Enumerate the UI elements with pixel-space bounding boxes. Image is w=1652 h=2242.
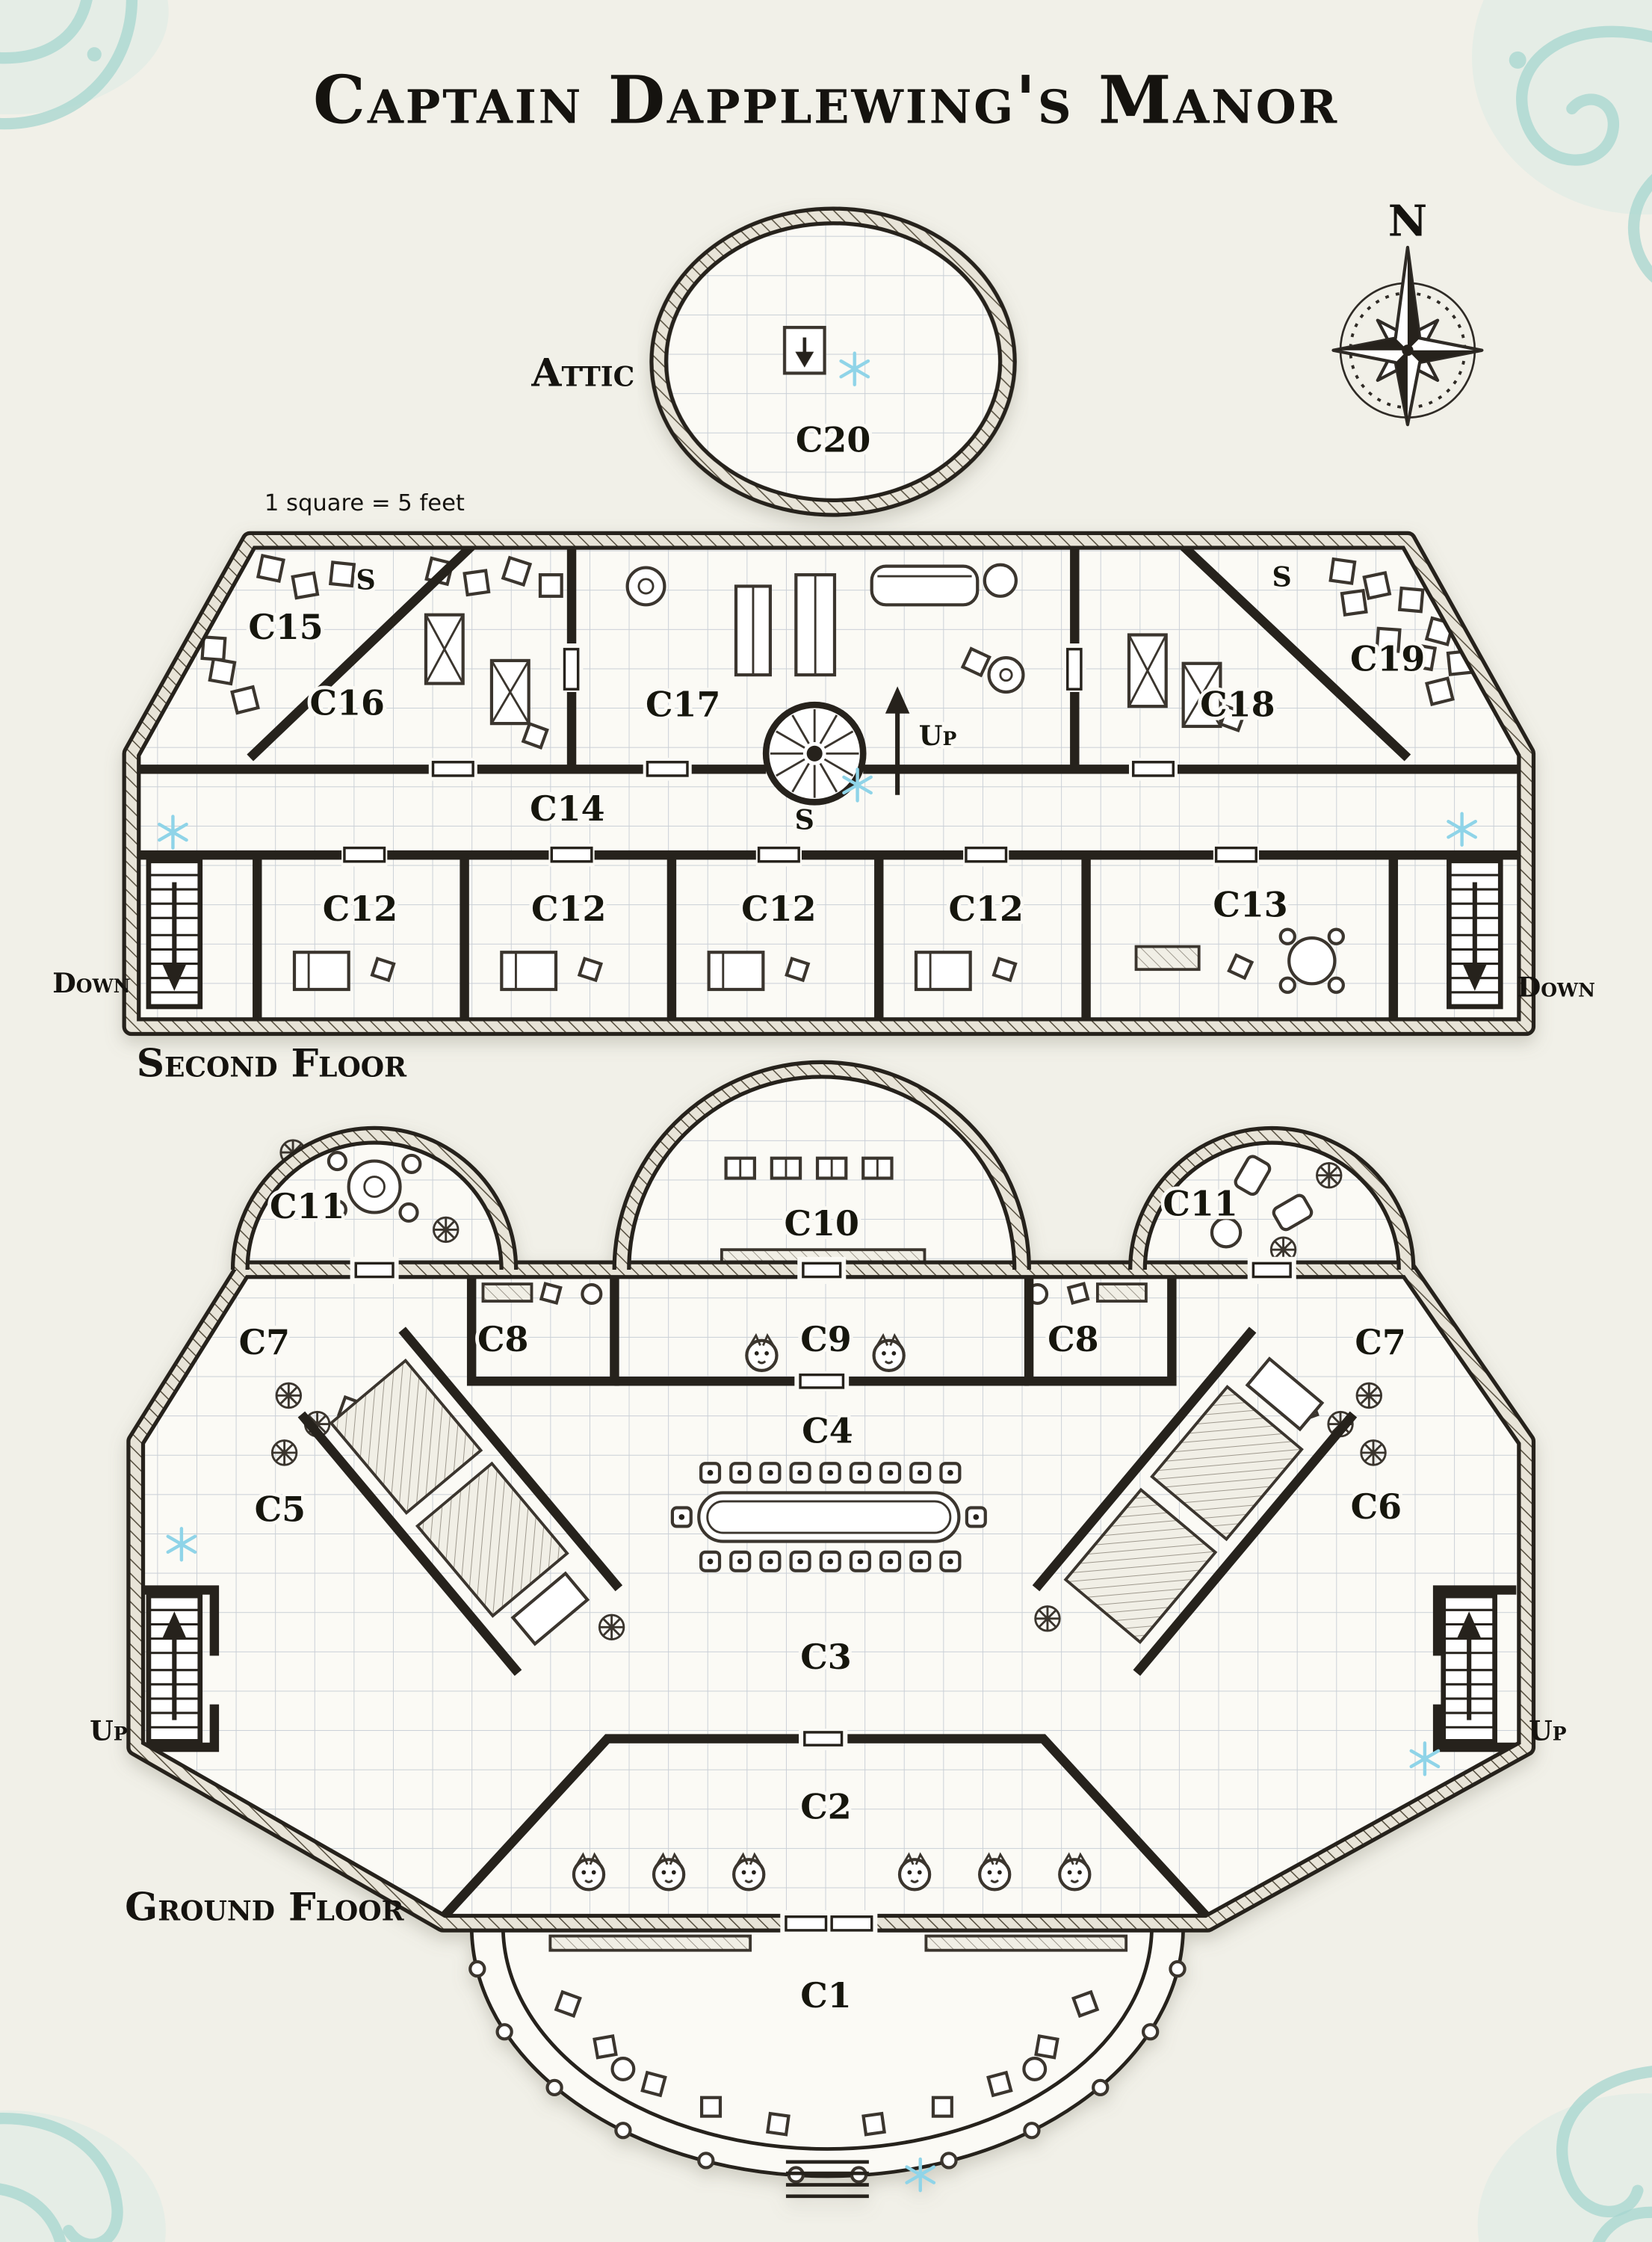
doors-ground-floor	[350, 1256, 1296, 1938]
room-label-c7-left: C7	[239, 1322, 290, 1362]
room-label-c9: C9	[800, 1319, 851, 1359]
room-label-c15: C15	[248, 607, 323, 647]
room-label-c8-right: C8	[1048, 1319, 1098, 1359]
floorplan-second-floor: C15 C16 C17 C14 C18 C19 C12 C12 C12 C12 …	[122, 531, 1536, 1037]
room-label-c4: C4	[802, 1410, 853, 1451]
room-label-c13: C13	[1213, 884, 1287, 924]
corner-flourish-bottom-right	[1477, 2066, 1652, 2242]
room-label-c12-3: C12	[741, 889, 816, 929]
spiral-up-label: Up	[919, 720, 957, 752]
room-c6-gallery	[1032, 1327, 1358, 1676]
attic-floor-label: Attic	[530, 351, 634, 396]
down-label-right: Down	[1518, 972, 1595, 1004]
porch-furniture	[554, 1989, 1100, 2137]
room-label-c3: C3	[800, 1637, 851, 1677]
room-label-c12-4: C12	[949, 889, 1024, 929]
spiral-stair-icon	[762, 701, 867, 806]
room-label-c19: C19	[1350, 638, 1425, 679]
floorplan-ground-floor: C11 C10 C11 C7 C8 C9 C8 C7 C5 C4 C6 C3 C…	[126, 1060, 1536, 2199]
map-title: Captain Dapplewing's Manor	[313, 61, 1339, 139]
room-label-c10: C10	[785, 1203, 859, 1244]
second-floor-label: Second Floor	[137, 1042, 407, 1087]
porch-steps	[785, 2160, 869, 2199]
compass-rose-icon: N	[1331, 196, 1484, 427]
corner-flourish-top-left	[0, 0, 169, 130]
corner-flourish-top-right	[1472, 0, 1652, 282]
room-label-c14: C14	[530, 788, 604, 829]
room-label-c6: C6	[1351, 1486, 1402, 1527]
porch-columns	[468, 1960, 1187, 2184]
room-label-c11-left: C11	[270, 1186, 344, 1226]
scale-note: 1 square = 5 feet	[264, 490, 465, 516]
room-label-c18: C18	[1200, 685, 1275, 725]
secret-door-label-right: S	[1272, 560, 1292, 593]
room-label-c20: C20	[796, 420, 870, 460]
room-c5-gallery	[297, 1327, 623, 1676]
up-label-left: Up	[90, 1714, 128, 1747]
room-label-c8-left: C8	[477, 1319, 528, 1359]
secret-door-label-left: S	[356, 563, 376, 596]
corner-flourish-bottom-left	[0, 2110, 166, 2242]
room-label-c16: C16	[310, 683, 385, 723]
furniture-second-floor	[200, 554, 1473, 994]
down-label-left: Down	[52, 967, 130, 999]
doors-second-floor	[341, 646, 1260, 867]
room-label-c12-1: C12	[323, 889, 397, 929]
room-label-c7-right: C7	[1355, 1322, 1405, 1362]
room-label-c2: C2	[800, 1787, 851, 1827]
room-label-c17: C17	[646, 685, 720, 725]
attic-hatch-icon	[782, 326, 826, 375]
floorplan-attic: C20	[649, 206, 1017, 517]
ground-floor-label: Ground Floor	[125, 1886, 404, 1930]
room-label-c11-right: C11	[1163, 1183, 1237, 1223]
room-label-c1: C1	[800, 1975, 851, 2016]
room-label-c5: C5	[255, 1489, 306, 1530]
compass-north-label: N	[1388, 196, 1427, 247]
secret-stair-label: S	[795, 804, 814, 836]
room-label-c12-2: C12	[531, 889, 606, 929]
up-label-right: Up	[1529, 1714, 1567, 1747]
